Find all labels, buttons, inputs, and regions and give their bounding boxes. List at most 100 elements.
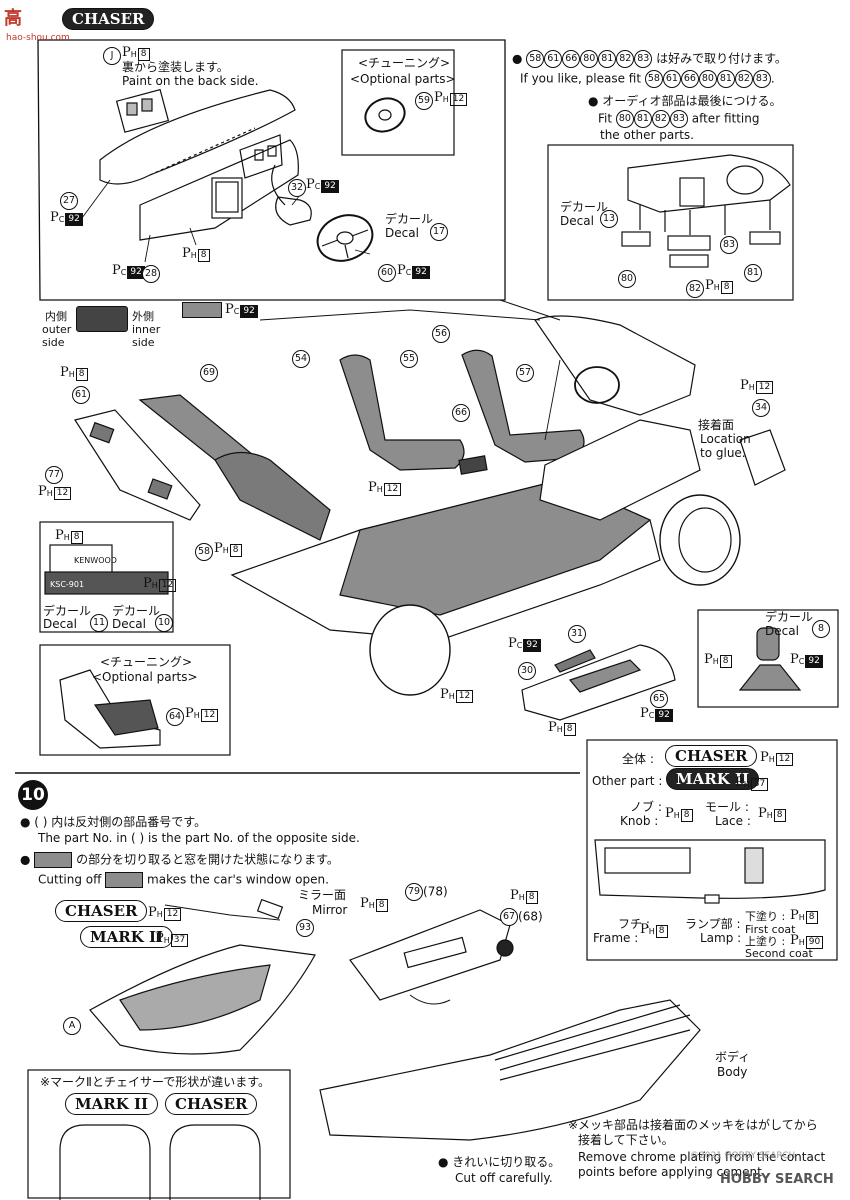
steering-wheel <box>316 214 374 262</box>
optional-top-jp: <チューニング> <box>358 56 451 70</box>
note1-jp: ● ( ) 内は反対側の部品番号です。 <box>20 815 207 829</box>
knob-en: Knob : <box>620 814 659 828</box>
chrome-en1: Remove chrome plating from the contact <box>578 1150 826 1164</box>
site-logo: 高 <box>4 4 66 32</box>
chrome-en2: points before applying cement. <box>578 1165 766 1179</box>
audio-dash <box>627 154 791 213</box>
lace-jp: モール : <box>705 800 749 814</box>
part-27: 27 <box>60 190 78 210</box>
header-title-badge: CHASER <box>62 8 155 30</box>
part-69: 69 <box>200 362 218 382</box>
part-67-68: 67(68) <box>500 908 543 926</box>
outer-side-en1: inner <box>132 323 161 336</box>
audio-decal-num: 13 <box>600 208 618 228</box>
note-line-5: the other parts. <box>600 128 694 142</box>
decal-10: 10 <box>155 612 173 632</box>
part-31: 31 <box>568 623 586 643</box>
logo-text: 高 <box>4 8 22 29</box>
shape-note: ※マークⅡとチェイサーで形状が違います。 <box>40 1075 271 1089</box>
door-chaser-badge: CHASER <box>665 745 758 767</box>
audio-decal-en: Decal <box>560 214 594 228</box>
part-93: 93 <box>296 917 314 937</box>
j-label: J <box>103 45 121 65</box>
part-79-78: 79(78) <box>405 883 448 901</box>
chassis-dash <box>534 315 696 416</box>
mark2-badge: MARK II <box>80 926 174 948</box>
part-28: 28 <box>142 263 160 283</box>
chrome-jp2: 接着して下さい。 <box>578 1133 674 1147</box>
watermark-copyright: ©2021 HOBBY SEARCH <box>690 1151 796 1161</box>
lamp-jp: ランプ部 : <box>685 917 741 931</box>
part-83: 83 <box>720 234 738 254</box>
part-58: 58 <box>195 541 213 561</box>
body-en: Body <box>717 1065 748 1079</box>
lace-en: Lace : <box>715 814 751 828</box>
second-coat-jp: 上塗り : <box>745 935 786 948</box>
body-jp: ボディ <box>715 1050 751 1064</box>
first-coat-jp: 下塗り : <box>745 910 786 923</box>
part-54: 54 <box>292 348 310 368</box>
shape-note-box <box>27 1069 291 1199</box>
part-60: 60 <box>378 262 396 282</box>
glue-en2: to glue. <box>700 446 746 460</box>
shift-decal-num: 8 <box>812 618 830 638</box>
part-66: 66 <box>452 402 470 422</box>
optional-seat-en: <Optional parts> <box>92 670 198 684</box>
frame-en: Frame : <box>593 931 639 945</box>
knob-jp: ノブ : <box>630 800 662 814</box>
mirror-en: Mirror <box>312 903 348 917</box>
watermark-brand-text: HOBBY SEARCH <box>720 1172 834 1187</box>
header-title: CHASER <box>62 8 155 30</box>
mirror-jp: ミラー面 <box>298 888 347 902</box>
first-coat-en: First coat <box>745 923 796 936</box>
part-57: 57 <box>516 362 534 382</box>
rear-seat-cushion <box>214 451 331 541</box>
inner-side-en2: side <box>42 336 65 349</box>
inner-side-en1: outer <box>42 323 72 336</box>
watermark-site: hao-shou.com <box>6 33 70 43</box>
audio-box <box>547 144 794 301</box>
door-other-en: Other part : <box>592 774 663 788</box>
car-body <box>319 999 701 1141</box>
chaser-badge: CHASER <box>55 900 148 922</box>
note2-en: Cutting off makes the car's window open. <box>38 872 329 888</box>
watermark-brand: HOBBY SEARCH <box>720 1172 834 1187</box>
label-a: A <box>63 1015 81 1035</box>
dashboard-upper <box>99 89 296 185</box>
glue-en1: Location <box>700 432 751 446</box>
cut-en: Cut off carefully. <box>455 1171 553 1185</box>
note-line-3: ● オーディオ部品は最後につける。 <box>588 94 782 108</box>
front-seat-left <box>339 354 465 471</box>
outer-side-jp: 外側 <box>132 310 154 323</box>
optional-seat-jp: <チューニング> <box>100 655 193 669</box>
optional-seat-box <box>39 644 231 756</box>
kenwood-decal-en2: Decal <box>112 617 146 631</box>
part-80: 80 <box>618 268 636 288</box>
